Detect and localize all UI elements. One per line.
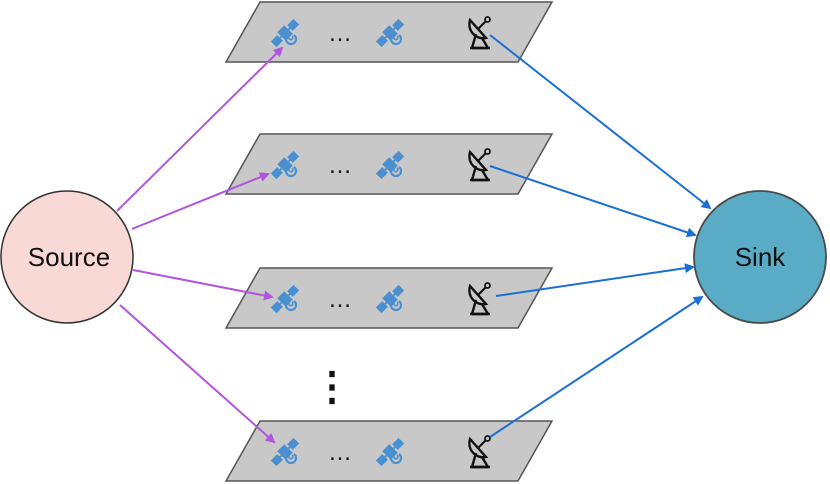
source-edge [116, 46, 284, 212]
satellite-chain-row: … [224, 133, 554, 195]
row-ellipsis: … [328, 286, 352, 313]
satellite-chain-row: … [224, 1, 554, 63]
source-edge [119, 304, 276, 444]
row-ellipsis: … [328, 20, 352, 47]
sink-label: Sink [735, 242, 787, 272]
satellite-chain-row: … [224, 267, 554, 329]
satellite-chain-row: … [224, 420, 554, 482]
source-edges [116, 46, 284, 444]
sink-edges [489, 34, 712, 438]
sink-edge [489, 165, 697, 238]
sink-node: Sink [693, 190, 827, 324]
source-edge [132, 269, 274, 301]
source-edge [131, 172, 270, 230]
sink-edge [489, 295, 704, 438]
source-label: Source [28, 242, 110, 272]
sink-edge [489, 34, 712, 210]
row-ellipsis: … [328, 152, 352, 179]
source-node: Source [0, 190, 134, 324]
vertical-ellipsis: ⋮ [312, 365, 352, 409]
row-ellipsis: … [328, 439, 352, 466]
sink-edge [495, 263, 695, 297]
